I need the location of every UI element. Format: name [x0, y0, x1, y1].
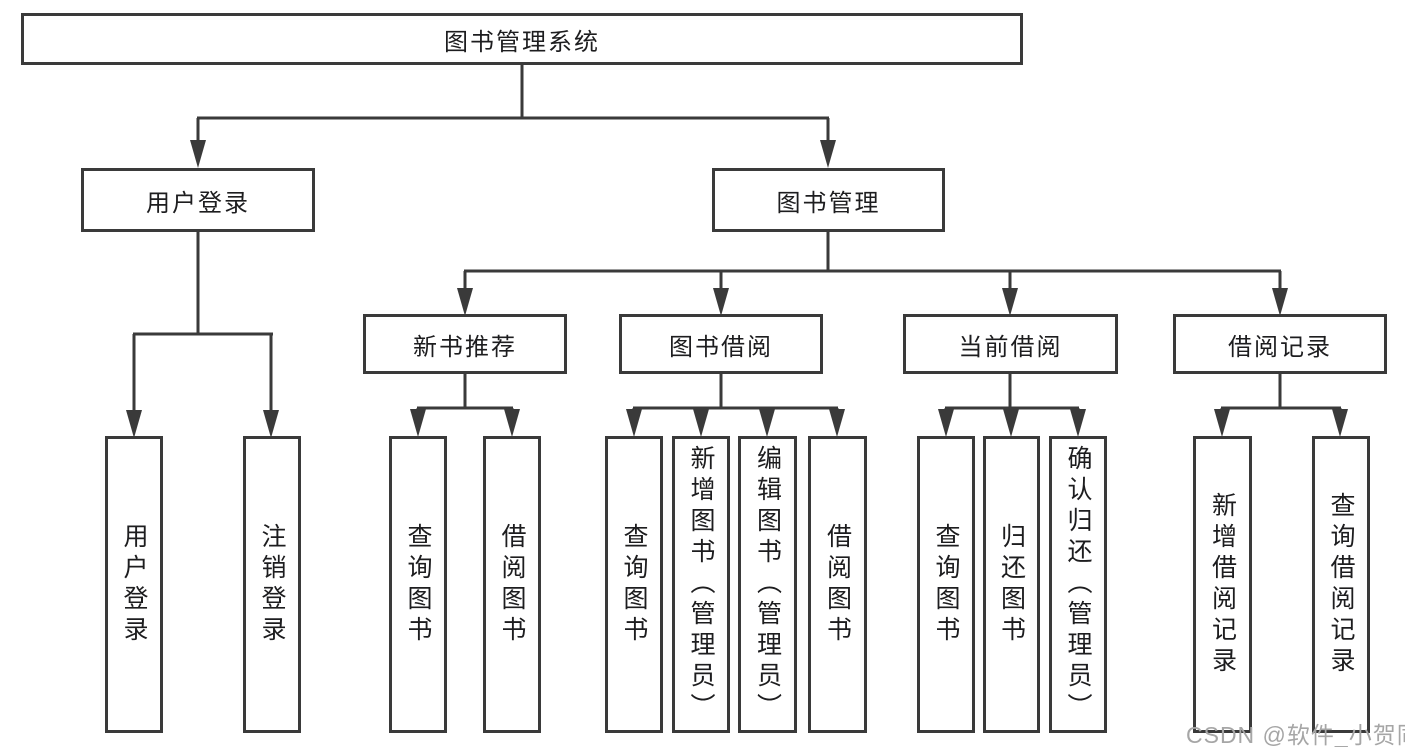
leaf-add-book-admin: 新增图书（管理员） — [672, 436, 730, 733]
arrowhead — [126, 410, 142, 438]
arrowhead — [626, 409, 642, 437]
leaf-query-book-1: 查询图书 — [389, 436, 447, 733]
leaf-query-book-2: 查询图书 — [605, 436, 663, 733]
arrowhead — [504, 409, 520, 437]
node-book-borrow: 图书借阅 — [619, 314, 823, 374]
arrowhead — [1272, 288, 1288, 316]
arrowhead — [938, 409, 954, 437]
arrowhead — [1070, 409, 1086, 437]
arrowhead — [410, 409, 426, 437]
leaf-confirm-return-admin: 确认归还（管理员） — [1049, 436, 1107, 733]
arrowhead — [829, 409, 845, 437]
arrowhead — [693, 409, 709, 437]
arrowhead — [759, 409, 775, 437]
leaf-borrow-book-1: 借阅图书 — [483, 436, 541, 733]
arrowhead — [1002, 288, 1018, 316]
leaf-user-login: 用户登录 — [105, 436, 163, 733]
arrowheads — [126, 140, 1348, 438]
arrowhead — [190, 140, 206, 168]
arrowhead — [1214, 409, 1230, 437]
node-user-login: 用户登录 — [81, 168, 315, 232]
leaf-query-borrow-record: 查询借阅记录 — [1312, 436, 1370, 733]
arrowhead — [713, 288, 729, 316]
leaf-query-book-3: 查询图书 — [917, 436, 975, 733]
leaf-edit-book-admin: 编辑图书（管理员） — [738, 436, 797, 733]
leaf-return-book: 归还图书 — [983, 436, 1040, 733]
node-current-borrow: 当前借阅 — [903, 314, 1118, 374]
arrowhead — [1332, 409, 1348, 437]
leaf-borrow-book-2: 借阅图书 — [808, 436, 867, 733]
arrowhead — [820, 140, 836, 168]
node-book-management: 图书管理 — [712, 168, 945, 232]
node-new-book-recommend: 新书推荐 — [363, 314, 567, 374]
arrowhead — [263, 410, 279, 438]
arrowhead — [457, 288, 473, 316]
arrowhead — [1003, 409, 1019, 437]
node-borrow-records: 借阅记录 — [1173, 314, 1387, 374]
leaf-logout-login: 注销登录 — [243, 436, 301, 733]
csdn-watermark: CSDN @软件_小贺同学 — [1186, 722, 1405, 747]
node-library-system: 图书管理系统 — [21, 13, 1023, 65]
leaf-add-borrow-record: 新增借阅记录 — [1193, 436, 1252, 733]
